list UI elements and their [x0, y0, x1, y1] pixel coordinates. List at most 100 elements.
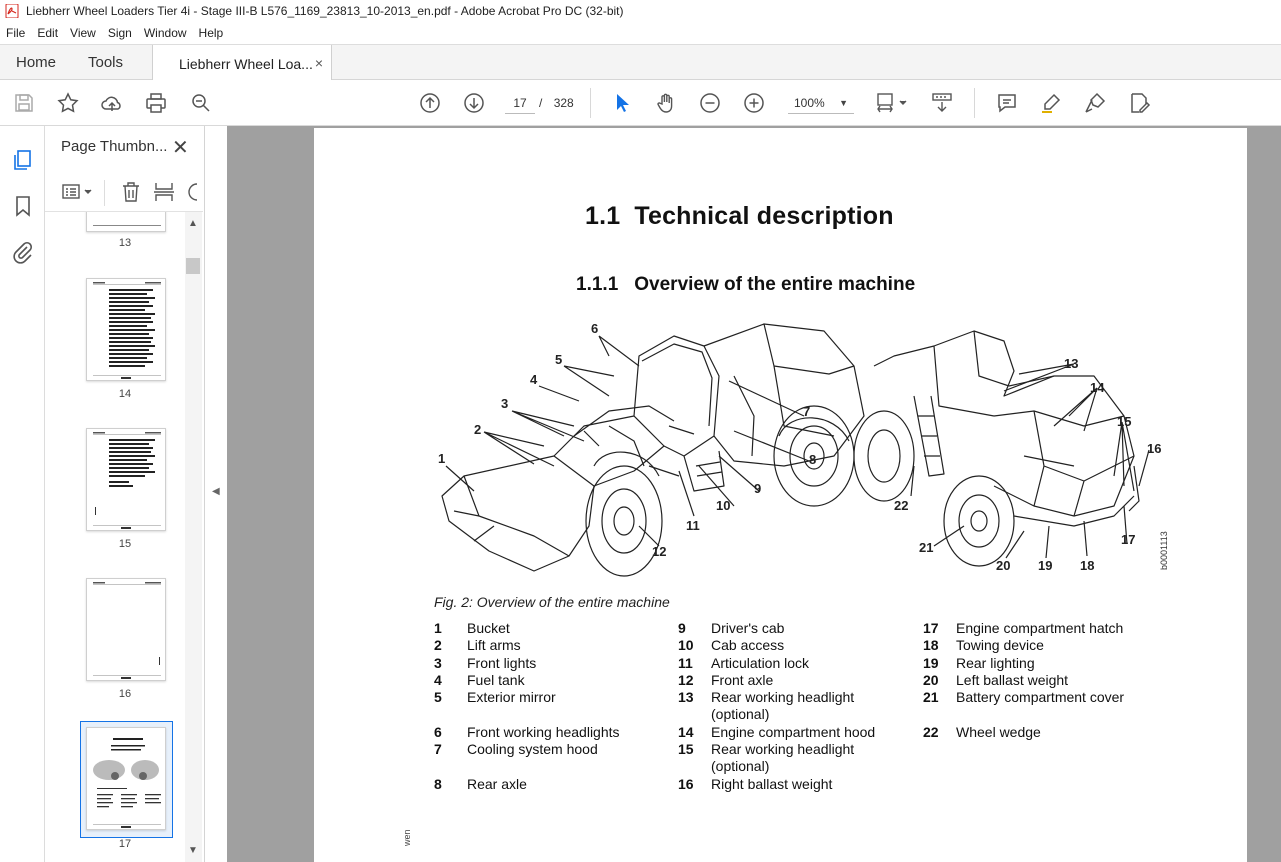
bookmarks-icon[interactable]: [11, 194, 35, 218]
subsection-title: Overview of the entire machine: [634, 274, 916, 295]
scrolling-mode-icon[interactable]: [930, 91, 954, 115]
figure-callout: 5: [555, 352, 562, 367]
total-pages: 328: [553, 96, 574, 110]
panel-splitter[interactable]: ◀: [205, 126, 227, 862]
tab-bar: Home Tools Liebherr Wheel Loa... ×: [0, 44, 1281, 82]
thumbnail-page-17[interactable]: [86, 727, 166, 830]
chevron-down-icon: ▼: [839, 98, 848, 108]
menu-help[interactable]: Help: [198, 26, 224, 40]
figure-callout: 9: [754, 481, 761, 496]
page-thumbnails-icon[interactable]: [11, 148, 35, 172]
menu-file[interactable]: File: [6, 26, 26, 40]
main-toolbar: 17 / 328 100% ▼: [0, 80, 1281, 126]
acrobat-logo-icon: [4, 3, 20, 19]
figure-callout: 2: [474, 422, 481, 437]
upload-cloud-icon[interactable]: [100, 91, 124, 115]
zoom-out-icon[interactable]: [698, 91, 722, 115]
figure-callout: 6: [591, 321, 598, 336]
figure-callout: 21: [919, 540, 933, 555]
thumbnail-scrollbar[interactable]: ▲ ▼: [185, 212, 202, 862]
thumbnail-label: 14: [118, 388, 132, 400]
select-cursor-icon[interactable]: [610, 91, 634, 115]
bookmark-star-icon[interactable]: [56, 91, 80, 115]
figure-callout: 13: [1064, 356, 1078, 371]
tab-document[interactable]: Liebherr Wheel Loa... ×: [152, 45, 332, 82]
thumbnail-label: 17: [118, 838, 132, 850]
figure-caption: Fig. 2: Overview of the entire machine: [434, 594, 670, 610]
figure-callout: 22: [894, 498, 908, 513]
section-title: Technical description: [634, 202, 894, 230]
thumbnail-page-16[interactable]: [86, 578, 166, 681]
zoom-search-icon[interactable]: [189, 91, 213, 115]
zoom-level-dropdown[interactable]: 100% ▼: [788, 92, 854, 114]
thumbnail-label: 15: [118, 538, 132, 550]
comment-icon[interactable]: [995, 91, 1019, 115]
figure-callout: 10: [716, 498, 730, 513]
figure-callout: 17: [1121, 532, 1135, 547]
figure-callout: 15: [1117, 414, 1131, 429]
figure-callout: 20: [996, 558, 1010, 573]
subsection-number: 1.1.1: [576, 274, 619, 295]
menu-view[interactable]: View: [70, 26, 96, 40]
toolbar-divider: [974, 88, 975, 118]
thumbnail-label: 13: [118, 237, 132, 249]
section-number: 1.1: [585, 202, 621, 230]
zoom-level-value: 100%: [794, 96, 825, 110]
menu-bar: File Edit View Sign Window Help: [0, 22, 1281, 44]
scroll-down-icon[interactable]: ▼: [188, 845, 198, 856]
page-separator: /: [539, 96, 543, 110]
insert-page-icon[interactable]: [152, 180, 176, 204]
collapse-panel-icon[interactable]: ◀: [212, 486, 220, 497]
tab-document-label: Liebherr Wheel Loa...: [179, 55, 313, 72]
window-title: Liebherr Wheel Loaders Tier 4i - Stage I…: [26, 4, 624, 18]
page-number-input[interactable]: 17: [505, 92, 535, 114]
figure-callout: 18: [1080, 558, 1094, 573]
hand-tool-icon[interactable]: [654, 91, 678, 115]
wheel-loader-figure: 1 2 3 4 5 6 7 8 9 10 11 12 13 14 15 16 1…: [438, 321, 1169, 577]
menu-window[interactable]: Window: [143, 26, 187, 40]
next-page-icon[interactable]: [462, 91, 486, 115]
thumbnail-page-15[interactable]: [86, 428, 166, 531]
highlight-pen-icon[interactable]: [1039, 91, 1063, 115]
thumbnail-options-icon[interactable]: [60, 180, 96, 204]
title-bar: Liebherr Wheel Loaders Tier 4i - Stage I…: [0, 0, 1281, 22]
toolbar-divider: [590, 88, 591, 118]
thumbnail-page-13[interactable]: [86, 212, 166, 232]
draw-sign-icon[interactable]: [1083, 91, 1107, 115]
thumbnail-label: 16: [118, 688, 132, 700]
rotate-page-icon[interactable]: [185, 180, 197, 204]
thumbnail-list: 13 14: [45, 212, 185, 862]
document-view[interactable]: 1.1 Technical description 1.1.1 Overview o…: [227, 126, 1281, 862]
attachments-icon[interactable]: [11, 240, 35, 264]
figure-callout: 7: [803, 404, 810, 419]
previous-page-icon[interactable]: [418, 91, 442, 115]
panel-title: Page Thumbn...: [61, 138, 168, 155]
page-thumbnails-panel: Page Thumbn... ✕ 13: [45, 126, 205, 862]
delete-page-icon[interactable]: [119, 180, 143, 204]
subsection-heading: 1.1.1 Overview of the entire machine: [576, 274, 915, 296]
edit-pdf-icon[interactable]: [1127, 91, 1151, 115]
thumbnail-page-14[interactable]: [86, 278, 166, 381]
zoom-in-icon[interactable]: [742, 91, 766, 115]
figure-callout: 8: [809, 452, 816, 467]
page-fit-icon[interactable]: [874, 91, 910, 115]
figure-callout: 16: [1147, 441, 1161, 456]
navigation-rail: [0, 126, 45, 862]
tab-home[interactable]: Home: [16, 54, 57, 71]
menu-sign[interactable]: Sign: [107, 26, 132, 40]
toolbar-divider: [104, 180, 105, 206]
tab-tools[interactable]: Tools: [88, 54, 124, 71]
margin-mark: wen: [402, 829, 412, 846]
print-icon[interactable]: [144, 91, 168, 115]
close-panel-icon[interactable]: ✕: [172, 137, 189, 159]
scrollbar-thumb[interactable]: [186, 258, 200, 274]
figure-callout: 19: [1038, 558, 1052, 573]
close-tab-icon[interactable]: ×: [314, 55, 323, 71]
figure-callout: 1: [438, 451, 445, 466]
save-icon[interactable]: [12, 91, 36, 115]
menu-edit[interactable]: Edit: [37, 26, 59, 40]
figure-callout: 11: [686, 518, 700, 533]
pdf-page: 1.1 Technical description 1.1.1 Overview o…: [314, 128, 1247, 862]
scroll-up-icon[interactable]: ▲: [188, 218, 198, 229]
figure-id: b0001113: [1159, 531, 1169, 570]
